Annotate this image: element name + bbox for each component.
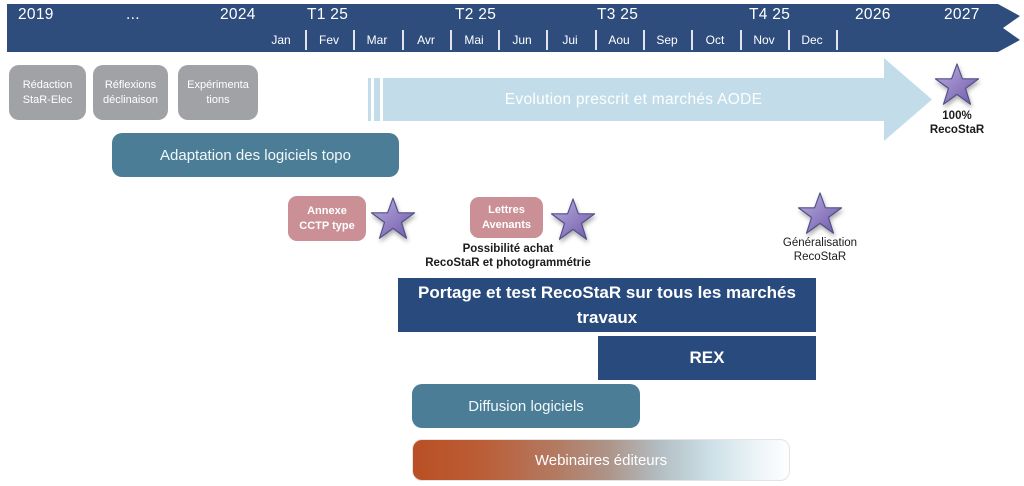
rex-bar: REX [598, 336, 816, 380]
month-divider [836, 30, 838, 50]
period-2027: 2027 [944, 6, 980, 23]
month-divider [305, 30, 307, 50]
period-ellipsis: ... [126, 6, 140, 23]
possibilite-achat-caption: Possibilité achat RecoStaR et photogramm… [425, 243, 591, 269]
month-nov: Nov [753, 33, 775, 47]
month-oct: Oct [705, 33, 725, 47]
webinaires-bar: Webinaires éditeurs [412, 439, 790, 481]
period-t2-25: T2 25 [455, 6, 497, 23]
month-aou: Aou [608, 33, 630, 47]
period-2024: 2024 [220, 6, 256, 23]
month-mai: Mai [464, 33, 484, 47]
month-divider [788, 30, 790, 50]
star-icon-lettres [550, 198, 596, 242]
arrow-start-tick-1 [368, 78, 371, 121]
month-avr: Avr [417, 33, 435, 47]
timeline-bar [7, 4, 1020, 52]
annexe-cctp-box: Annexe CCTP type [288, 196, 366, 241]
month-sep: Sep [656, 33, 678, 47]
month-mar: Mar [366, 33, 388, 47]
star-icon-final [934, 63, 980, 107]
month-divider [353, 30, 355, 50]
month-jun: Jun [512, 33, 532, 47]
month-divider [595, 30, 597, 50]
period-t4-25: T4 25 [749, 6, 791, 23]
phase-box-experimentations: Expérimenta tions [178, 65, 258, 120]
month-divider [450, 30, 452, 50]
month-jui: Jui [562, 33, 578, 47]
period-t1-25: T1 25 [307, 6, 349, 23]
month-divider [740, 30, 742, 50]
period-2019: 2019 [18, 6, 54, 23]
phase-box-reflexions: Réflexions déclinaison [93, 65, 168, 120]
evolution-arrow: Evolution prescrit et marchés AODE [383, 78, 884, 121]
diffusion-bar: Diffusion logiciels [412, 384, 640, 428]
star-icon-annexe [370, 197, 416, 241]
final-recostar-caption: 100% RecoStaR [929, 110, 985, 136]
month-dec: Dec [801, 33, 823, 47]
phase-box-redaction: Rédaction StaR-Elec [9, 65, 86, 120]
month-divider [691, 30, 693, 50]
month-jan: Jan [271, 33, 291, 47]
period-t3-25: T3 25 [597, 6, 639, 23]
evolution-arrow-label: Evolution prescrit et marchés AODE [504, 90, 763, 108]
arrow-start-tick-2 [374, 78, 380, 121]
period-2026: 2026 [855, 6, 891, 23]
star-icon-generalisation [797, 192, 843, 236]
month-divider [402, 30, 404, 50]
adaptation-bar: Adaptation des logiciels topo [112, 133, 399, 177]
month-divider [546, 30, 548, 50]
generalisation-caption: Généralisation RecoStaR [782, 237, 858, 263]
lettres-avenants-box: Lettres Avenants [470, 197, 543, 238]
month-fev: Fev [318, 33, 339, 47]
portage-bar: Portage et test RecoStaR sur tous les ma… [398, 278, 816, 332]
month-divider [643, 30, 645, 50]
month-divider [498, 30, 500, 50]
